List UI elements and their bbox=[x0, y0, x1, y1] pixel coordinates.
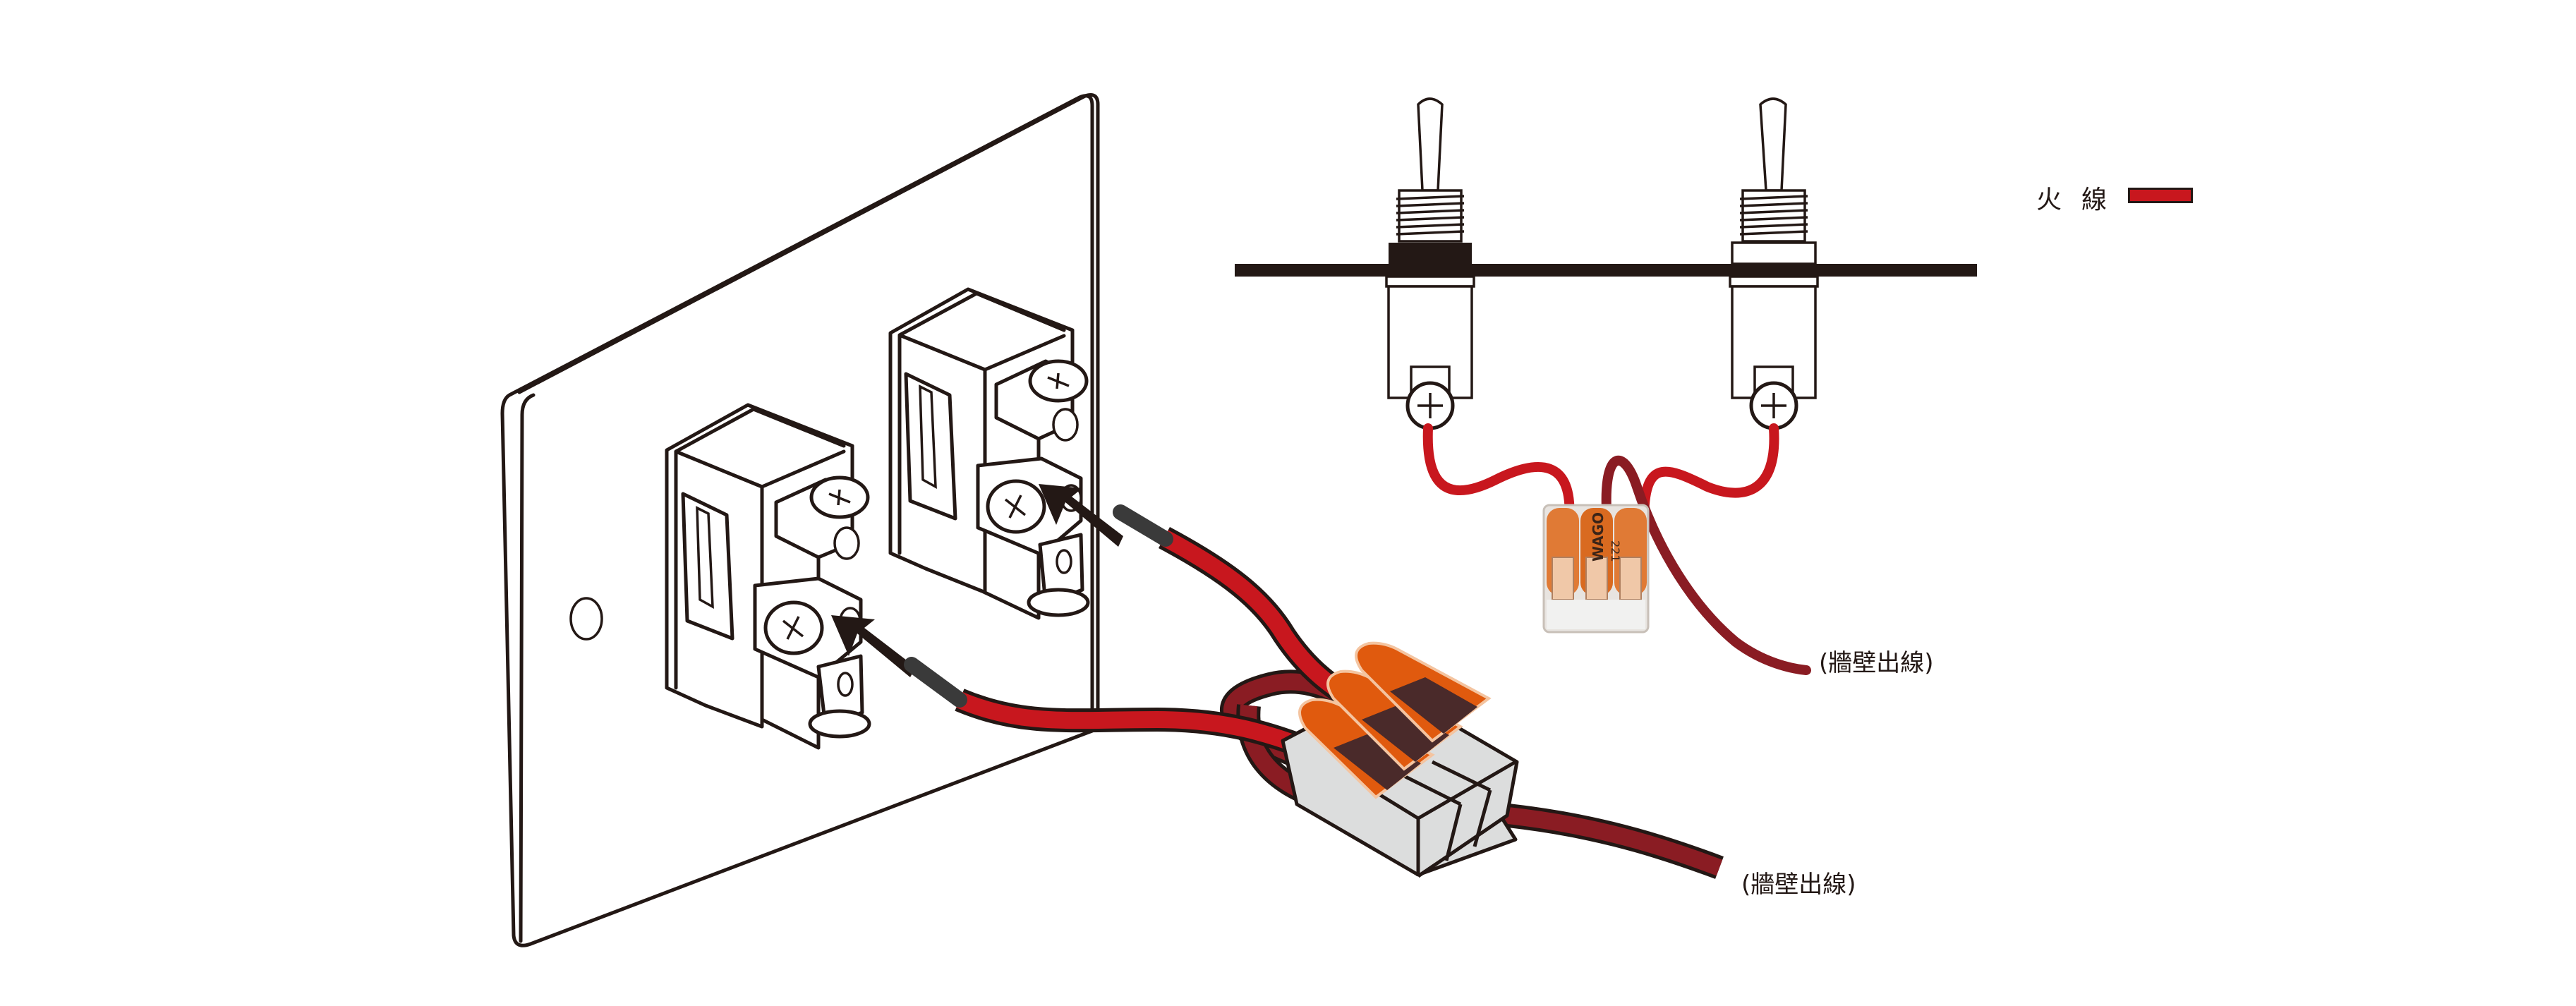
wago-model-text: 221 bbox=[1609, 540, 1622, 562]
wall-outlet-wire-label-right: (牆壁出線) bbox=[1819, 649, 1934, 677]
wago-brand-text: WAGO bbox=[1590, 512, 1607, 562]
insert-arrow-left bbox=[831, 615, 916, 677]
insert-arrow-right bbox=[1039, 484, 1123, 547]
mounting-panel bbox=[1235, 264, 1977, 277]
switch-module-left bbox=[665, 403, 871, 750]
wall-outlet-wire-label-bottom: (牆壁出線) bbox=[1741, 871, 1856, 899]
lever-3 bbox=[1355, 641, 1492, 743]
live-wire-switch-left bbox=[1422, 423, 1575, 526]
mounting-hole bbox=[569, 597, 603, 641]
wago-connector-top: WAGO 221 bbox=[1542, 504, 1650, 634]
live-wire-switch-right bbox=[1639, 423, 1779, 526]
legend-label: 火線 bbox=[2036, 186, 2127, 214]
wago-connector-3d bbox=[1281, 641, 1519, 878]
wall-wire-right bbox=[1601, 455, 1811, 675]
toggle-switch-left bbox=[1385, 97, 1475, 430]
toggle-switch-right bbox=[1729, 97, 1819, 430]
legend-swatch-live-wire bbox=[2128, 188, 2193, 203]
live-wire-right-module bbox=[1113, 504, 1369, 716]
